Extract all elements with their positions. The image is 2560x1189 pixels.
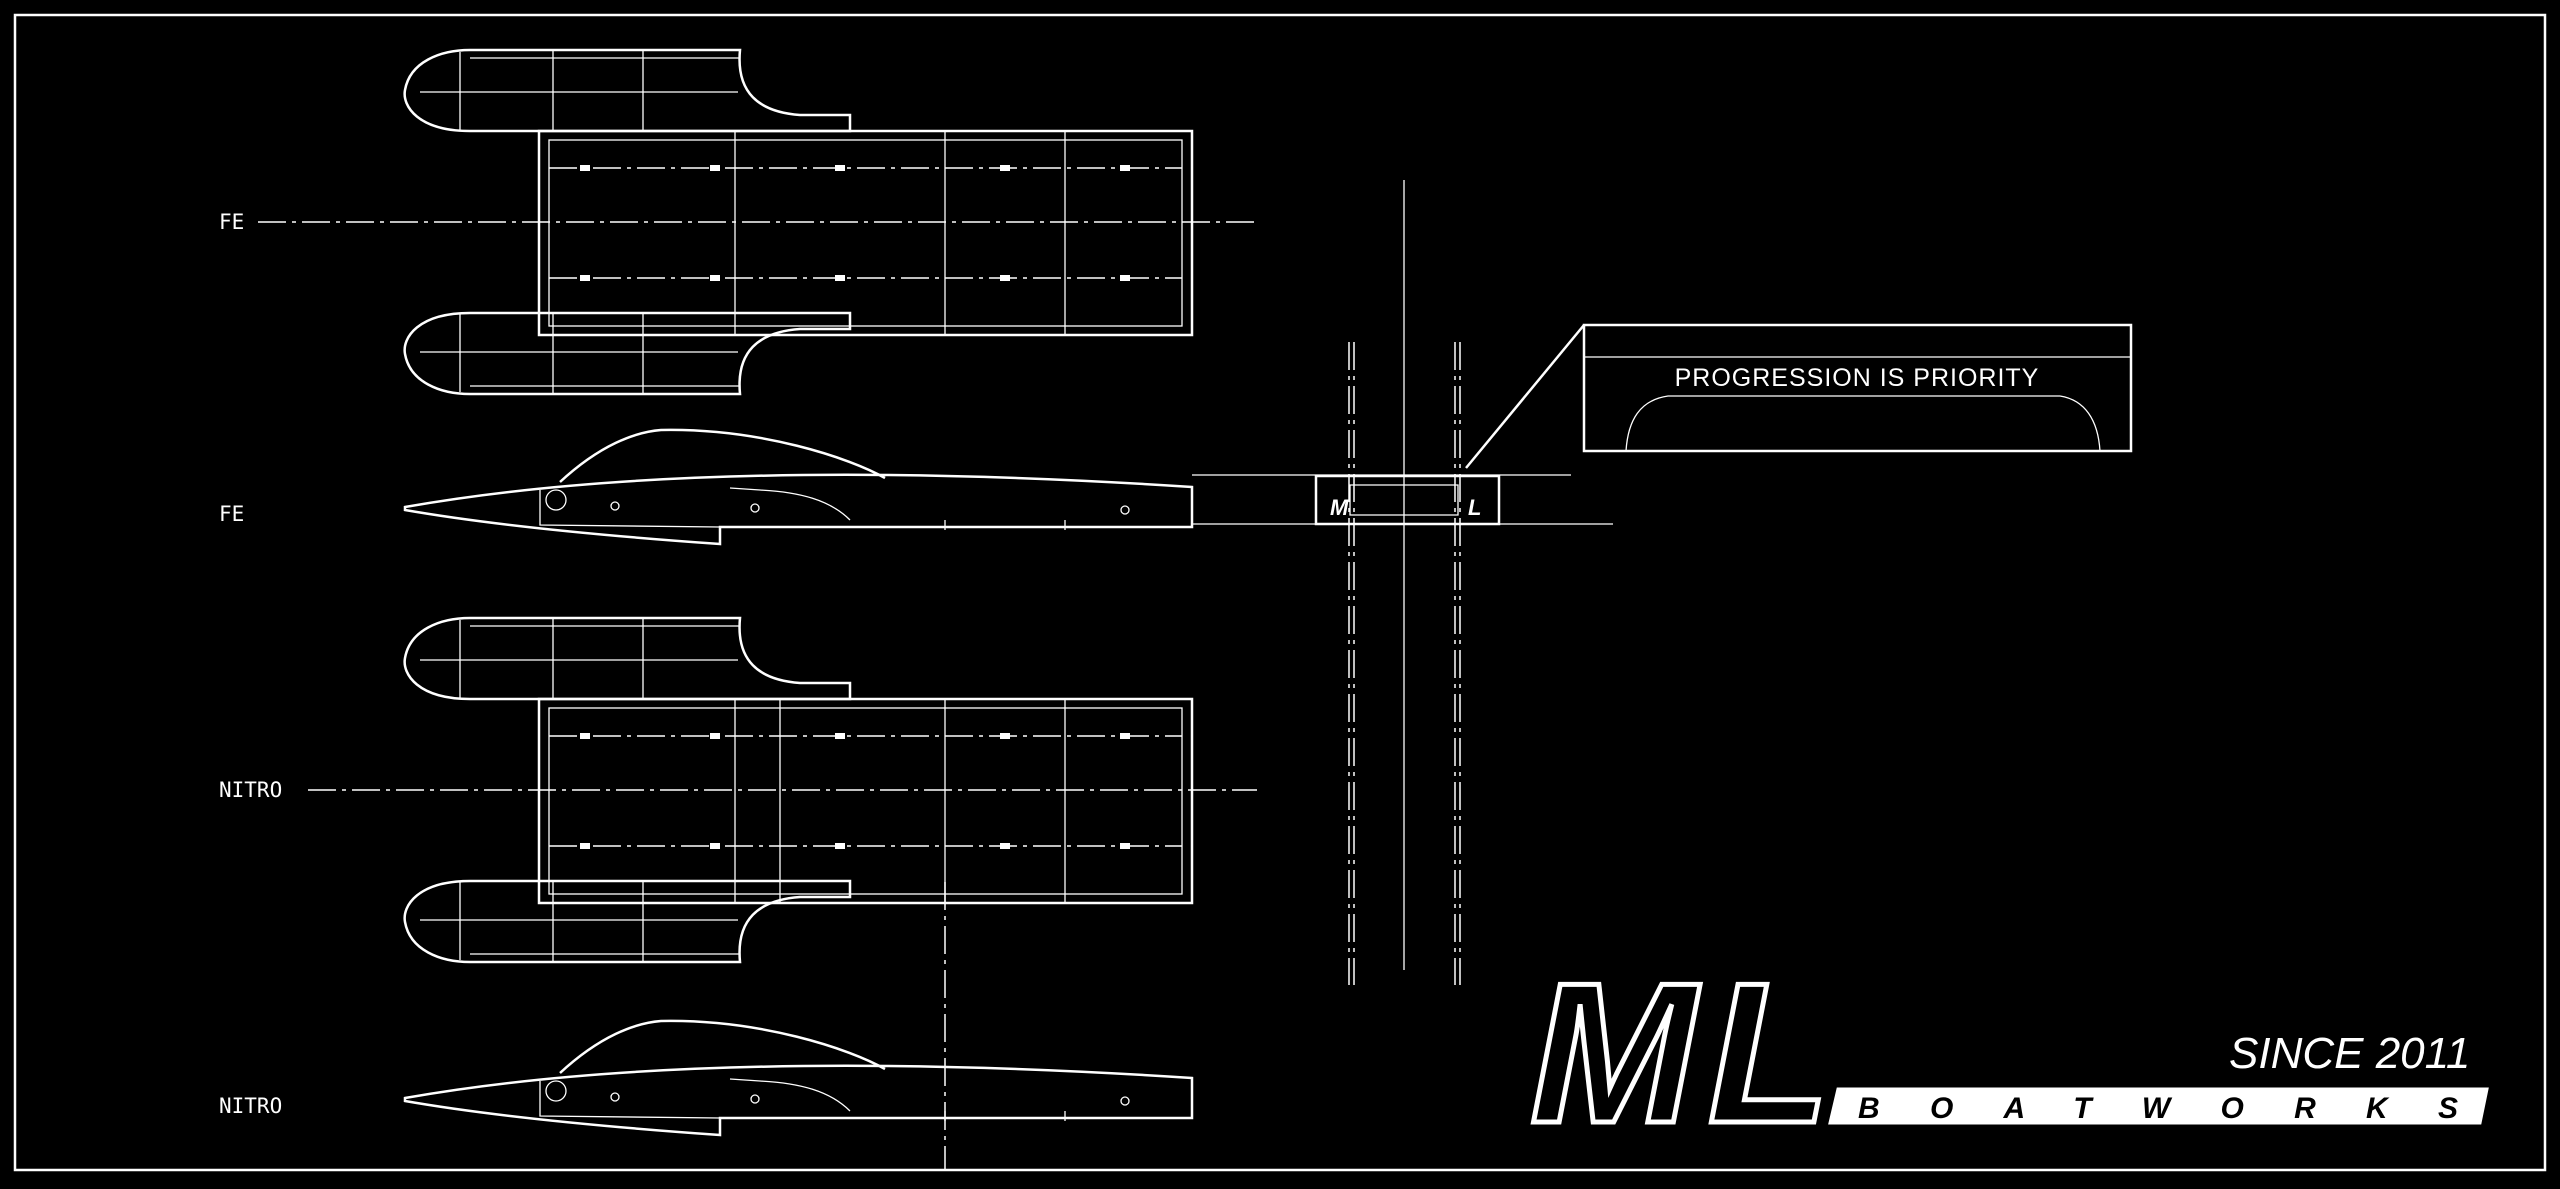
label-fe-top: FE bbox=[219, 210, 244, 234]
logo-since: SINCE 2011 bbox=[2229, 1029, 2470, 1078]
drawing-border bbox=[13, 13, 2547, 1172]
logo-mark: ML bbox=[1530, 942, 1830, 1165]
fe-top-view bbox=[258, 50, 1257, 394]
label-nitro-top: NITRO bbox=[219, 778, 282, 802]
nitro-top-view bbox=[308, 618, 1257, 962]
fe-side-view bbox=[403, 428, 1194, 546]
callout-detail: PROGRESSION IS PRIORITY bbox=[1465, 323, 2133, 469]
callout-text: PROGRESSION IS PRIORITY bbox=[1675, 364, 2040, 392]
label-fe-side: FE bbox=[219, 502, 244, 526]
label-nitro-side: NITRO bbox=[219, 1094, 282, 1118]
section-view: M L bbox=[1192, 180, 1613, 985]
ml-boatworks-logo: ML BOATWORKS SINCE 2011 bbox=[1528, 940, 2489, 1168]
svg-text:M: M bbox=[1330, 495, 1349, 520]
logo-wordmark: BOATWORKS bbox=[1858, 1092, 2458, 1125]
nitro-side-view bbox=[403, 1019, 1194, 1137]
svg-text:L: L bbox=[1468, 495, 1481, 520]
